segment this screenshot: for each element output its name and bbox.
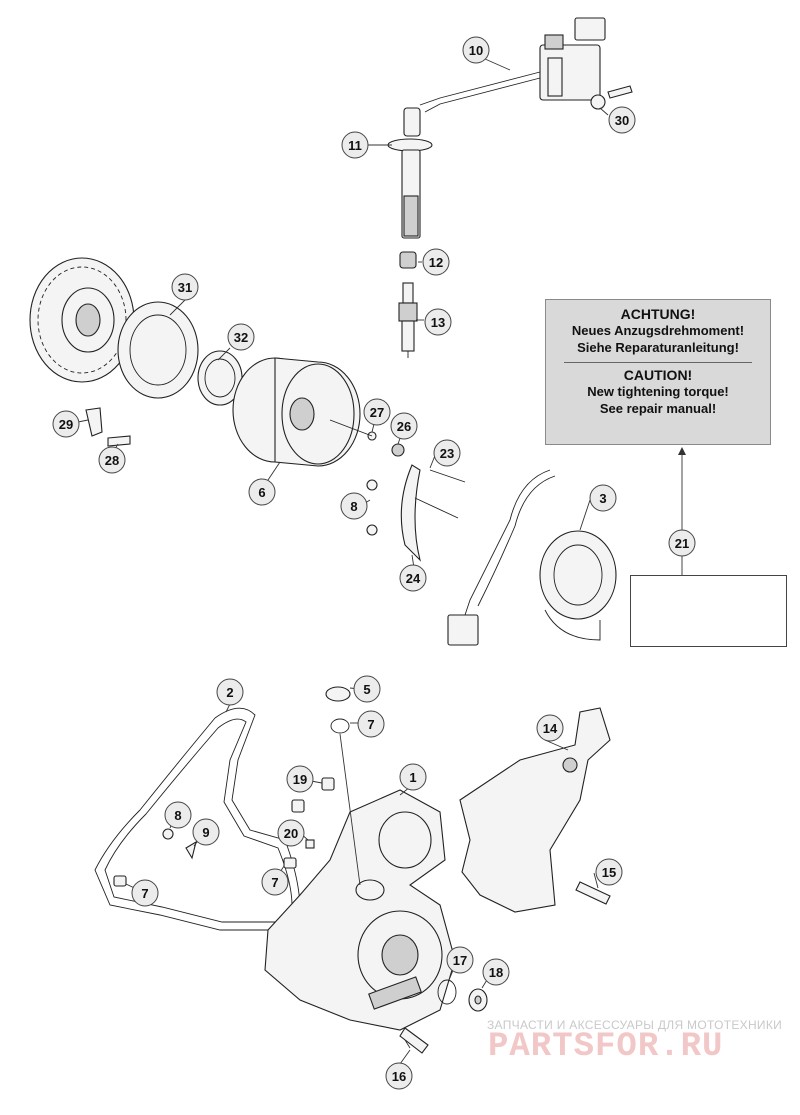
rotor-nut [329, 419, 405, 457]
callout-28: 28 [98, 446, 126, 474]
inset-frame [630, 575, 787, 647]
cover-bolt [399, 1027, 429, 1054]
svg-text:27: 27 [370, 405, 384, 420]
spark-plug-boot [399, 251, 417, 269]
svg-text:11: 11 [348, 138, 362, 153]
callout-10: 10 [462, 36, 490, 64]
coil-bolt [590, 85, 633, 110]
warning-line1-en: New tightening torque! [587, 384, 729, 399]
starter-gear [29, 257, 135, 383]
clamp-bracket [85, 407, 103, 437]
svg-text:8: 8 [174, 808, 181, 823]
long-bolt [575, 881, 611, 905]
svg-text:31: 31 [178, 280, 192, 295]
svg-text:23: 23 [440, 446, 454, 461]
svg-text:21: 21 [675, 536, 689, 551]
svg-text:15: 15 [602, 865, 616, 880]
stator [447, 469, 617, 646]
cover-plug [325, 686, 351, 702]
svg-text:24: 24 [406, 571, 421, 586]
callout-8-lower: 8 [164, 801, 192, 829]
callout-1: 1 [399, 763, 427, 791]
rotor-flywheel [232, 357, 361, 467]
o-ring [330, 718, 350, 734]
callout-3: 3 [589, 484, 617, 512]
callout-13: 13 [424, 308, 452, 336]
callout-12: 12 [422, 248, 450, 276]
svg-text:17: 17 [453, 953, 467, 968]
warning-line2-de: Siehe Reparaturanleitung! [577, 340, 739, 355]
callout-18: 18 [482, 958, 510, 986]
dowel-pins [113, 777, 335, 887]
svg-text:6: 6 [258, 485, 265, 500]
svg-text:29: 29 [59, 417, 73, 432]
callout-26: 26 [390, 412, 418, 440]
callout-31: 31 [171, 273, 199, 301]
svg-text:7: 7 [271, 875, 278, 890]
svg-text:1: 1 [409, 770, 416, 785]
callout-16: 16 [385, 1062, 413, 1090]
cable-guide [366, 464, 466, 562]
watermark-brand: PARTSFOR.RU [488, 1028, 724, 1066]
callout-11: 11 [341, 131, 369, 159]
watermark-tagline: ЗАПЧАСТИ И АКСЕССУАРЫ ДЛЯ МОТОТЕХНИКИ [487, 1018, 783, 1032]
svg-text:32: 32 [234, 330, 248, 345]
svg-text:19: 19 [293, 772, 307, 787]
ignition-cover [264, 789, 456, 1031]
callout-6: 7 [357, 710, 385, 738]
callout-30: 30 [608, 106, 636, 134]
svg-text:20: 20 [284, 826, 298, 841]
callout-24: 24 [399, 564, 427, 592]
callout-20: 20 [277, 819, 305, 847]
svg-text:7: 7 [141, 886, 148, 901]
svg-text:9: 9 [202, 825, 209, 840]
svg-text:7: 7 [367, 717, 374, 732]
callout-9: 9 [192, 818, 220, 846]
freewheel-cover [117, 301, 199, 399]
svg-text:18: 18 [489, 965, 503, 980]
spark-plug [398, 282, 418, 358]
callout-7-right: 7 [261, 868, 289, 896]
svg-text:26: 26 [397, 419, 411, 434]
bracket-bolt [107, 435, 131, 447]
svg-text:13: 13 [431, 315, 445, 330]
callout-27: 27 [363, 398, 391, 426]
callout-15: 15 [595, 858, 623, 886]
svg-text:5: 5 [363, 682, 370, 697]
shaft-seal [437, 979, 457, 1005]
callout-23: 23 [433, 439, 461, 467]
callout-7-left: 7 [131, 879, 159, 907]
svg-text:28: 28 [105, 453, 119, 468]
svg-text:3: 3 [599, 491, 606, 506]
callout-29: 29 [52, 410, 80, 438]
svg-text:14: 14 [543, 721, 558, 736]
svg-text:16: 16 [392, 1069, 406, 1084]
callout-32: 32 [227, 323, 255, 351]
warning-divider [564, 362, 752, 363]
callout-2: 2 [216, 678, 244, 706]
warning-notice: ACHTUNG! Neues Anzugsdrehmoment! Siehe R… [545, 299, 771, 445]
thrust-washer [468, 988, 488, 1012]
callout-14: 14 [536, 714, 564, 742]
svg-text:8: 8 [350, 499, 357, 514]
callout-17: 17 [446, 946, 474, 974]
callout-21: 21 [668, 529, 696, 557]
callout-19: 19 [286, 765, 314, 793]
cover-gasket [94, 707, 301, 931]
ignition-coil [387, 17, 606, 239]
warning-line1-de: Neues Anzugsdrehmoment! [571, 323, 745, 338]
warning-line2-en: See repair manual! [599, 401, 717, 416]
callout-8-upper: 8 [340, 492, 368, 520]
callout-4: 6 [248, 478, 276, 506]
warning-title-en: CAUTION! [623, 367, 693, 383]
callout-5: 5 [353, 675, 381, 703]
svg-text:30: 30 [615, 113, 629, 128]
warning-title-de: ACHTUNG! [620, 306, 696, 322]
svg-text:2: 2 [226, 685, 233, 700]
svg-text:10: 10 [469, 43, 483, 58]
svg-text:12: 12 [429, 255, 443, 270]
sprocket-cover [459, 707, 611, 913]
